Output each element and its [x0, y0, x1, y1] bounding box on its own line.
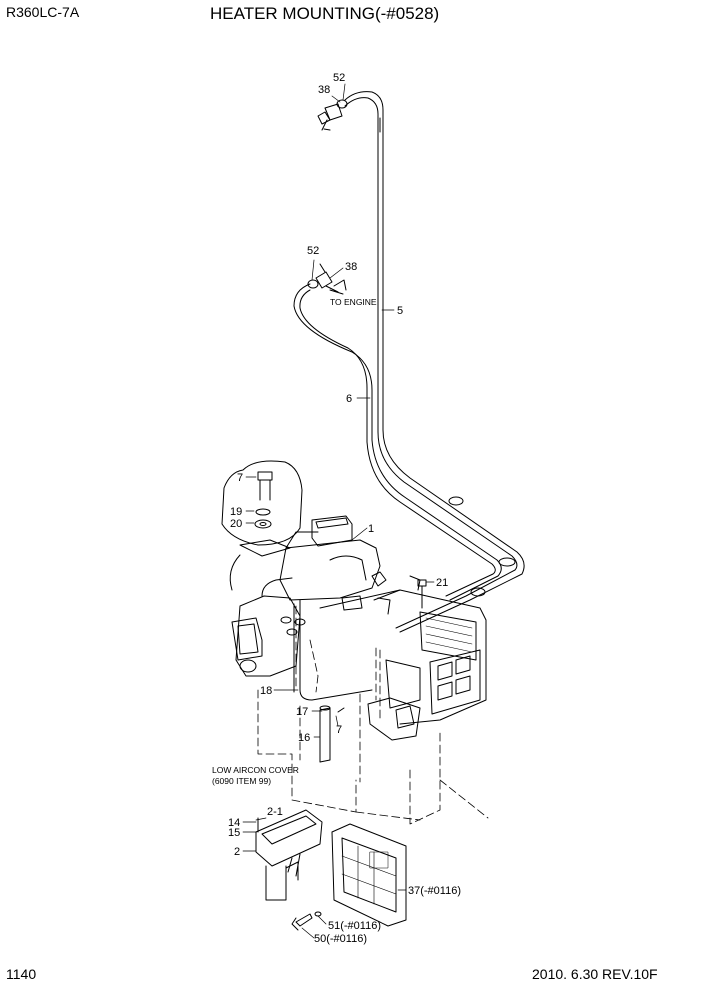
cover-outline [257, 605, 489, 825]
callout-51: 51(-#0116) [328, 920, 381, 932]
callout-37: 37(-#0116) [408, 885, 461, 897]
callout-1: 1 [368, 523, 374, 535]
callout-14: 14 [228, 817, 240, 829]
hose-clamps [379, 117, 516, 597]
filter-cover [331, 823, 407, 927]
note-to-engine: TO ENGINE [330, 297, 377, 307]
screw-50-51 [291, 911, 322, 931]
bolt-washer-group [221, 460, 319, 591]
callout-2: 2 [234, 846, 240, 858]
note-low-aircon-item: (6090 ITEM 99) [212, 776, 271, 786]
callout-5: 5 [397, 305, 403, 317]
callout-17: 17 [296, 706, 308, 718]
callout-21: 21 [436, 577, 448, 589]
valve-38-upper [317, 99, 348, 131]
callout-38-lower: 38 [345, 261, 357, 273]
callout-7-bolt: 7 [237, 472, 243, 484]
callout-20: 20 [230, 518, 242, 530]
callout-52-upper: 52 [333, 72, 345, 84]
callout-2-1: 2-1 [267, 806, 283, 818]
callout-7-drain: 7 [336, 724, 342, 736]
page-title: HEATER MOUNTING(-#0528) [210, 4, 440, 23]
callout-18: 18 [260, 685, 272, 697]
callout-6: 6 [346, 393, 352, 405]
page-number: 1140 [6, 966, 37, 982]
callout-52-lower: 52 [307, 245, 319, 257]
heater-unit [231, 515, 487, 741]
drain-hose [319, 705, 345, 763]
hose-5 [344, 91, 525, 633]
revision-date: 2010. 6.30 REV.10F [532, 966, 658, 982]
valve-38-lower [307, 263, 347, 295]
callout-50: 50(-#0116) [314, 933, 367, 945]
callout-16: 16 [298, 732, 310, 744]
note-low-aircon-cover: LOW AIRCON COVER [212, 765, 299, 775]
callout-15: 15 [228, 827, 240, 839]
model-code: R360LC-7A [6, 4, 80, 20]
callout-19: 19 [230, 506, 242, 518]
hose-6 [293, 283, 502, 601]
filter-assembly [255, 809, 323, 901]
callout-38-upper: 38 [318, 84, 330, 96]
leader-lines [242, 83, 435, 939]
